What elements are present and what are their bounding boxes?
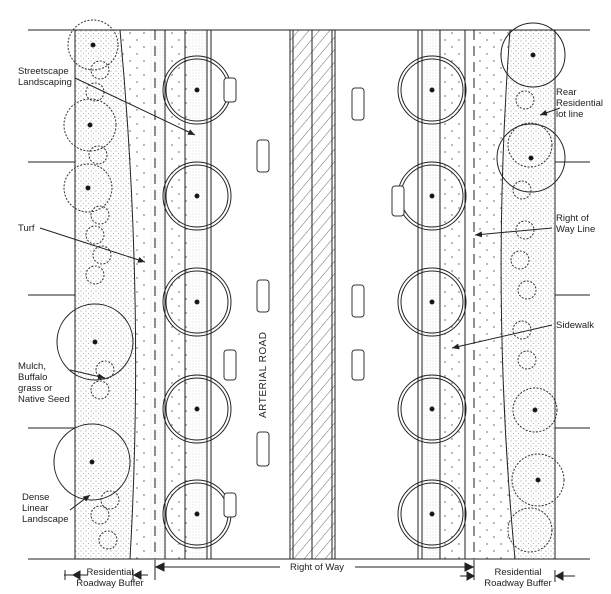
linework [28,29,590,560]
label-sidewalk: Sidewalk [556,320,594,331]
car [351,284,365,318]
dimension-lines [64,560,575,582]
car [223,492,237,518]
car [256,139,270,173]
tree-right [397,374,467,444]
car [351,87,365,121]
tree-left [162,161,232,231]
tree-right [397,479,467,549]
buffer-canopies [53,22,566,501]
car [223,77,237,103]
tree-left [162,374,232,444]
tree-right [397,55,467,125]
road-label: ARTERIAL ROAD [258,331,269,418]
cars [223,77,405,518]
car [391,185,405,217]
car [223,349,237,381]
car [351,349,365,381]
tree-right [397,267,467,337]
car [256,279,270,313]
leader-lines [39,77,561,511]
label-turf: Turf [18,223,35,234]
right-of-way-dimension: Right of Way [290,562,344,573]
buffer-trees [63,19,565,553]
car [256,431,270,467]
tree-left [162,267,232,337]
